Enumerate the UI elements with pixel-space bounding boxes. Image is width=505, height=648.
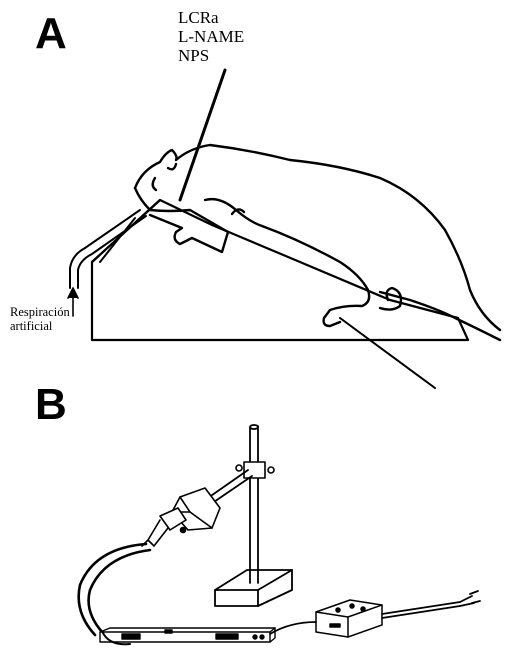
- panel-b-illustration: [79, 425, 480, 644]
- cannula: [180, 70, 225, 200]
- stand-rod: [250, 425, 258, 583]
- respiration-arrow: [68, 288, 78, 316]
- micromanipulator: [160, 488, 220, 533]
- probe-holder: [142, 520, 168, 546]
- junction-box: [316, 600, 382, 637]
- stereotaxic-wedge: [92, 200, 468, 340]
- stand-base: [215, 570, 292, 606]
- stand-clamp: [236, 462, 274, 478]
- probe-cable: [79, 544, 150, 635]
- amplifier-strip: [100, 628, 275, 642]
